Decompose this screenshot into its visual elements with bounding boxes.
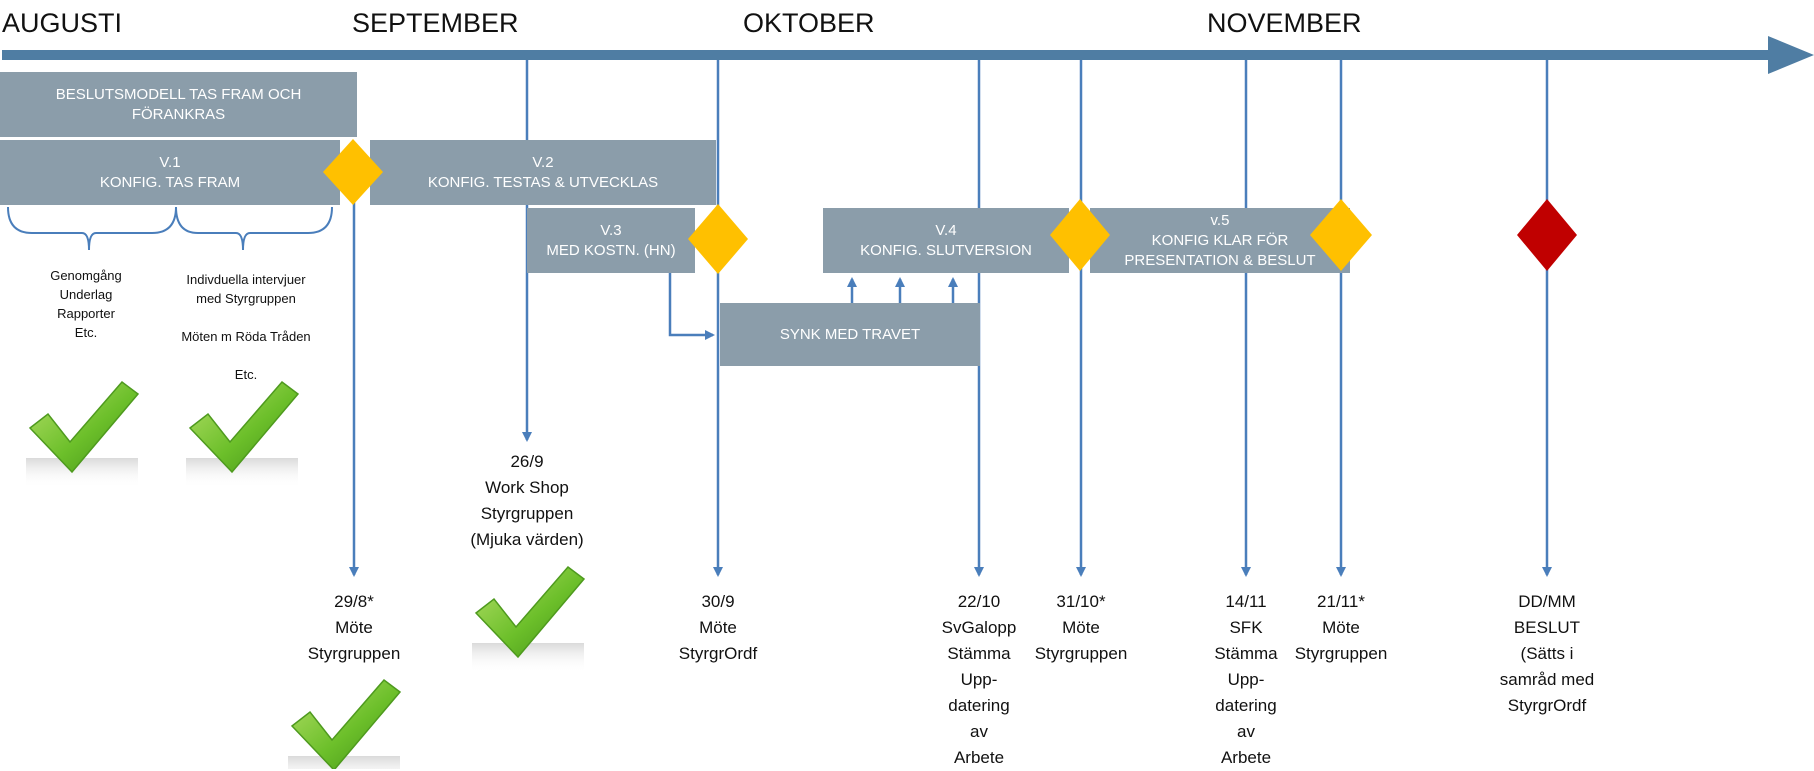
phase-v5: v.5 KONFIG KLAR FÖR PRESENTATION & BESLU… (1090, 208, 1350, 273)
milestone-26-9: 26/9 Work Shop Styrgruppen (Mjuka värden… (470, 452, 584, 549)
phase-v4: V.4 KONFIG. SLUTVERSION (823, 208, 1069, 273)
milestone-dd-mm: DD/MM BESLUT (Sätts i samråd med StyrgrO… (1499, 592, 1595, 715)
milestone-diamond (688, 204, 748, 274)
braces (7, 206, 333, 251)
milestone-diamond (323, 139, 383, 205)
month-oktober: OKTOBER (743, 8, 875, 38)
milestone-diamond (1050, 199, 1110, 271)
phase-beslutsmodell: BESLUTSMODELL TAS FRAM OCH FÖRANKRAS (0, 72, 357, 137)
brace-genomgang (7, 206, 177, 251)
phase-v3: V.3 MED KOSTN. (HN) (527, 208, 695, 273)
decision-diamond (1517, 199, 1577, 271)
month-september: SEPTEMBER (352, 8, 519, 38)
phase-synk: SYNK MED TRAVET (720, 303, 980, 366)
connector-lines (349, 60, 1552, 577)
milestone-29-8: 29/8* Möte Styrgruppen (307, 592, 401, 663)
month-augusti: AUGUSTI (2, 8, 123, 38)
milestone-21-11: 21/11* Möte Styrgruppen (1294, 592, 1388, 663)
phase-v1: V.1 KONFIG. TAS FRAM (0, 140, 340, 205)
milestone-14-11: 14/11 SFK Stämma Upp- datering av Arbete (1214, 592, 1278, 767)
milestone-31-10: 31/10* Möte Styrgruppen (1034, 592, 1128, 663)
note-intervjuer: Indivduella intervjuer med Styrgruppen M… (181, 272, 311, 382)
milestone-diamond (1310, 199, 1372, 271)
timeline-arrow (2, 36, 1814, 74)
phase-v2: V.2 KONFIG. TESTAS & UTVECKLAS (370, 140, 716, 205)
milestone-22-10: 22/10 SvGalopp Stämma Upp- datering av A… (941, 592, 1017, 767)
month-november: NOVEMBER (1207, 8, 1362, 38)
milestone-30-9: 30/9 Möte StyrgrOrdf (678, 592, 758, 663)
brace-intervjuer (175, 206, 333, 251)
connector-v3-synk (668, 272, 715, 340)
note-genomgang: Genomgång Underlag Rapporter Etc. (50, 268, 122, 340)
